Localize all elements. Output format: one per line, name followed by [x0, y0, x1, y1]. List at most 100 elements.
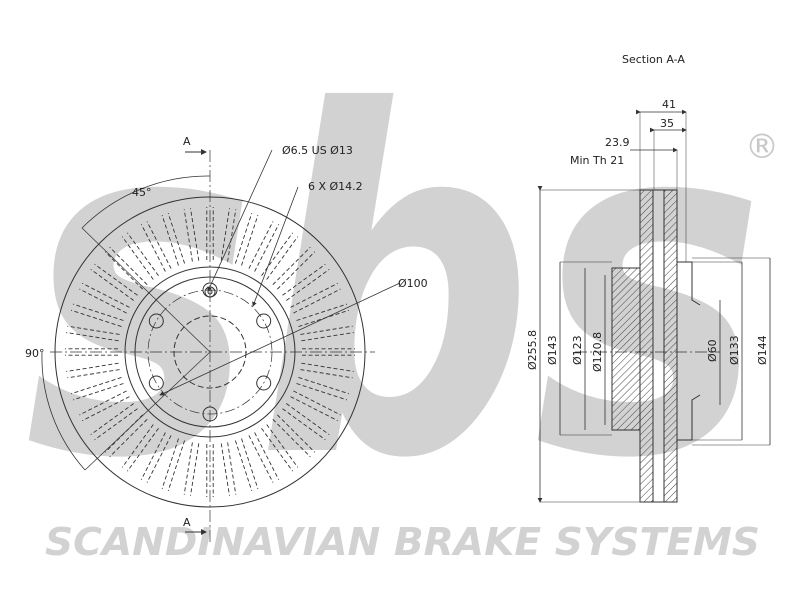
section-title: Section A-A — [622, 53, 685, 66]
bolt-hole — [256, 313, 272, 329]
vane-edge — [67, 325, 120, 335]
vane-edge — [70, 376, 122, 395]
angle-leader — [81, 227, 211, 353]
pcd-leader — [159, 282, 401, 396]
vane-edge — [140, 224, 166, 272]
dim-outer-diameter: Ø255.8 — [526, 330, 539, 370]
vane-edge — [127, 428, 159, 472]
vane-edge — [296, 303, 348, 321]
dim-min-thickness: Min Th 21 — [570, 154, 624, 167]
dim-overall-width: 41 — [662, 98, 676, 111]
bolt-callout: 6 X Ø14.2 — [308, 180, 363, 193]
section-marker-top: A — [183, 135, 191, 148]
angle-arc-90 — [41, 351, 86, 471]
vane-edge — [161, 438, 179, 490]
vane-edge — [82, 282, 130, 308]
vane-edge — [254, 432, 280, 480]
vane-edge — [94, 408, 138, 441]
vane-edge — [190, 208, 200, 261]
vane-edge — [286, 403, 330, 435]
section-view-labels: Section A-A 41 35 23.9 Min Th 21 Ø255.8 … — [526, 53, 769, 372]
registered-mark: ® — [745, 127, 779, 167]
brand-watermark: sbs — [25, 14, 765, 561]
vane-edge — [79, 390, 127, 416]
vane-edge — [261, 428, 293, 472]
vane-edge — [241, 438, 259, 490]
vane-edge — [94, 263, 138, 296]
bolt-leader — [252, 186, 299, 307]
vane-edge — [293, 288, 341, 314]
vane-edge — [220, 443, 230, 496]
vane-edge — [241, 214, 259, 266]
vane-edge — [227, 209, 237, 262]
hole-leader — [207, 149, 273, 292]
vane-edge — [266, 236, 299, 280]
vane-edge — [290, 396, 338, 422]
vane-edge — [167, 440, 186, 492]
vane-edge — [234, 212, 253, 264]
dim-hat-inner: Ø120.8 — [591, 332, 604, 372]
outer-plate — [639, 189, 654, 503]
vane-edge — [183, 209, 193, 262]
vane-edge — [300, 325, 353, 335]
cooling-vanes — [65, 207, 355, 497]
bolt-hole — [148, 375, 164, 391]
vane-edge — [272, 246, 311, 286]
bolt-hole — [148, 313, 164, 329]
dim-center-bore: Ø60 — [706, 339, 719, 362]
dim-hub-144: Ø144 — [756, 335, 769, 365]
vane-edge — [293, 390, 341, 416]
vane-edge — [298, 376, 350, 395]
vane-edge — [67, 369, 120, 379]
vane-edge — [146, 435, 172, 483]
vane-edge — [272, 418, 311, 458]
angle-label-left: 90° — [25, 347, 45, 360]
vane-edge — [248, 221, 274, 269]
dim-hub-133: Ø133 — [728, 335, 741, 365]
vane-edge — [276, 414, 316, 453]
front-view-labels: A A 45° 90° Ø6.5 US Ø13 6 X Ø14.2 Ø100 — [25, 135, 428, 529]
vane-edge — [220, 208, 230, 261]
angle-arc — [81, 175, 211, 229]
brand-tagline: SCANDINAVIAN BRAKE SYSTEMS — [45, 520, 760, 564]
vane-edge — [296, 383, 348, 401]
vane-edge — [276, 251, 316, 290]
pcd-callout: Ø100 — [398, 277, 428, 290]
vane-edge — [127, 232, 159, 276]
dim-friction-inner: Ø143 — [546, 335, 559, 365]
vane-edge — [183, 442, 193, 495]
vane-edge — [72, 303, 124, 321]
hole-callout: Ø6.5 US Ø13 — [282, 144, 353, 157]
front-view — [41, 149, 401, 545]
vane-edge — [190, 443, 200, 496]
section-marker-bottom: A — [183, 516, 191, 529]
vane-edge — [301, 332, 354, 342]
vane-edge — [161, 214, 179, 266]
bolt-hole — [256, 375, 272, 391]
vane-edge — [282, 263, 326, 296]
vane-edge — [79, 288, 127, 314]
inner-plate — [663, 189, 678, 503]
vane-edge — [104, 251, 144, 290]
vane-edge — [90, 403, 134, 435]
vane-edge — [66, 332, 119, 342]
vane-edge — [90, 269, 134, 301]
vane-edge — [282, 408, 326, 441]
hat-flange — [677, 261, 701, 306]
vane-edge — [227, 442, 237, 495]
vane-edge — [248, 435, 274, 483]
dim-thickness: 23.9 — [605, 136, 630, 149]
vane-edge — [167, 212, 186, 264]
vane-edge — [121, 424, 154, 468]
vane-edge — [261, 232, 293, 276]
vane-edge — [290, 282, 338, 308]
vane-edge — [82, 396, 130, 422]
vane-edge — [146, 221, 172, 269]
hub-face — [611, 267, 641, 431]
vane-edge — [234, 440, 253, 492]
vane-edge — [121, 236, 154, 280]
vane-edge — [286, 269, 330, 301]
vane-edge — [266, 424, 299, 468]
angle-label: 45° — [132, 186, 152, 199]
